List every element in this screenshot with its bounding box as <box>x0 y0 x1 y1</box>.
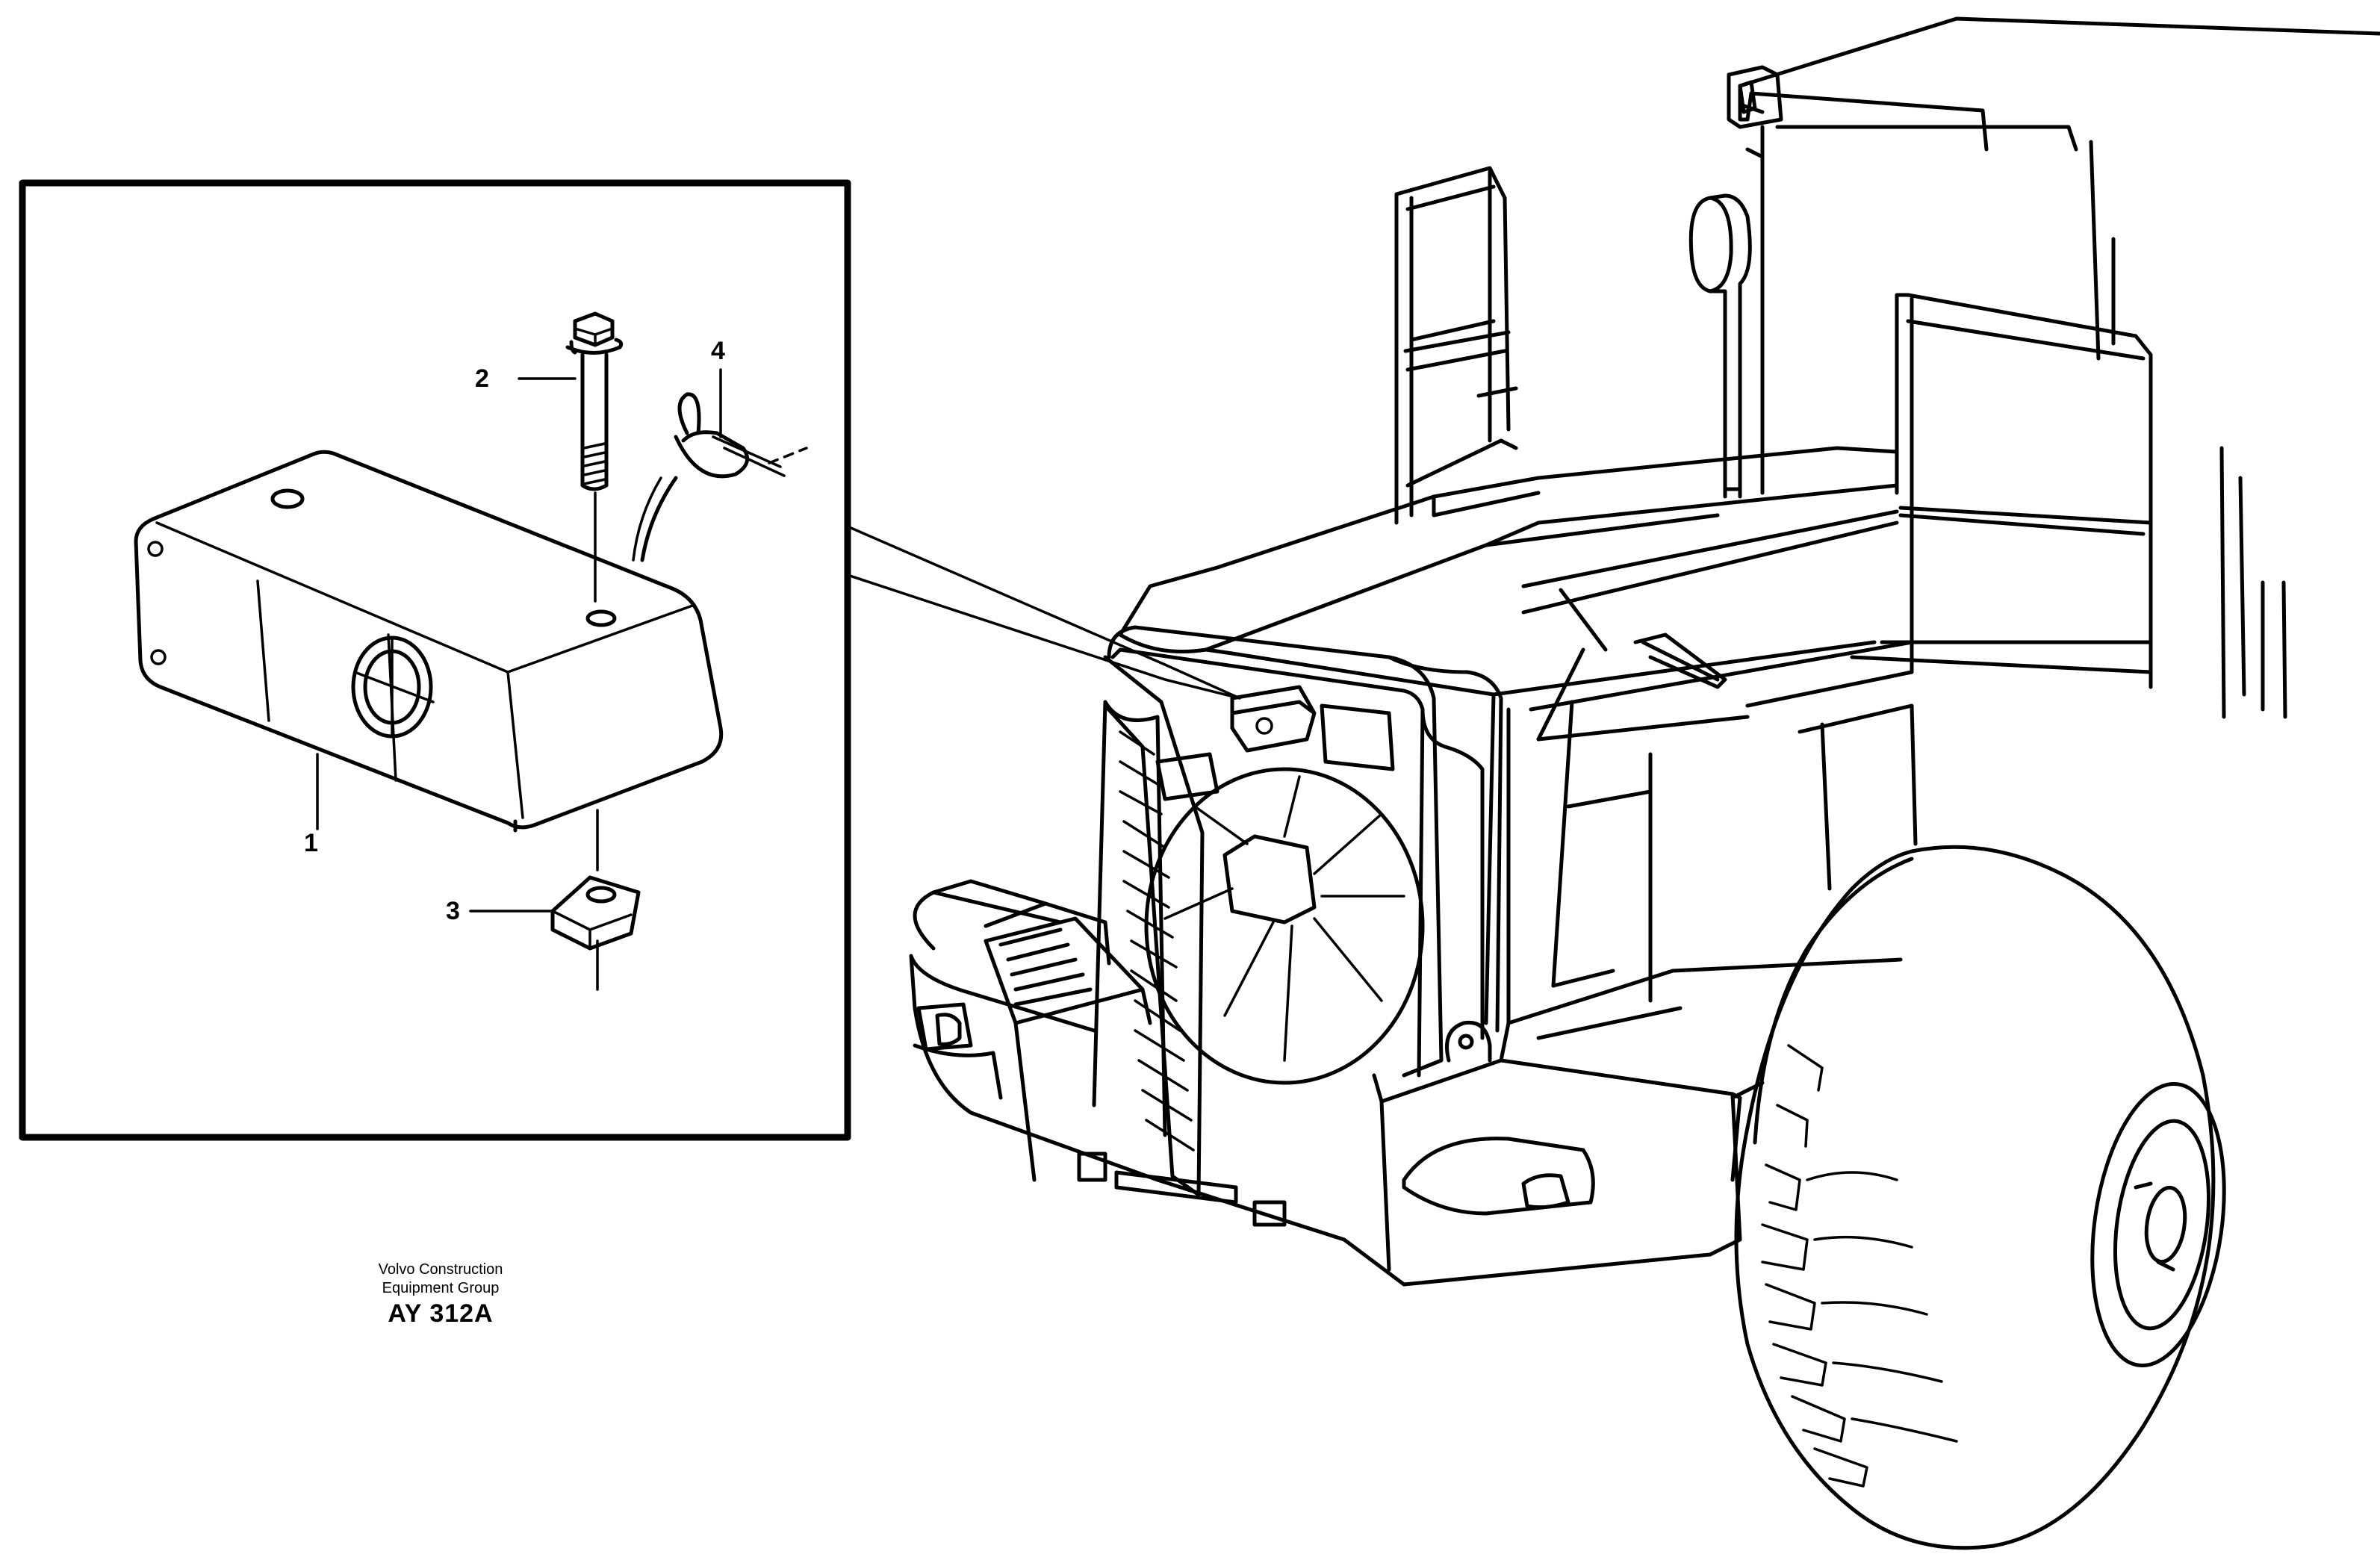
wheel-rim <box>2090 1081 2226 1368</box>
drawing-caption: Volvo Construction Equipment Group AY 31… <box>329 1261 553 1329</box>
callout-4: 4 <box>711 337 725 365</box>
reflector-mounted <box>1155 685 1395 801</box>
rear-bumper <box>909 879 1406 1287</box>
bolt <box>565 311 624 603</box>
tire-tread <box>1761 1044 1868 1488</box>
ladder-left <box>1394 166 1518 525</box>
callout-2: 2 <box>475 364 489 393</box>
bolt-hole <box>585 609 617 627</box>
lift-eye <box>1445 1020 1492 1063</box>
cable-tie <box>632 392 808 562</box>
reflector-housing <box>134 450 724 913</box>
hood-top <box>1118 446 1899 653</box>
detail-frame <box>19 179 851 1141</box>
caption-org-line2: Equipment Group <box>382 1280 500 1296</box>
front-wheel <box>1734 845 2226 1550</box>
cab-roof <box>1738 16 2380 152</box>
radiator-fan <box>1144 767 1425 1085</box>
exhaust-stack <box>1688 193 1752 491</box>
caption-org-line1: Volvo Construction <box>378 1261 503 1278</box>
ladder-right <box>1850 293 2153 689</box>
wheel-loader-outline <box>909 16 2380 1550</box>
reflector-lens <box>149 538 523 913</box>
clip-nut <box>550 809 641 991</box>
magnification-leader <box>846 525 1241 700</box>
callout-1: 1 <box>304 829 318 857</box>
detail-inset <box>19 179 1241 1141</box>
callout-3: 3 <box>446 897 460 925</box>
rear-light-right <box>1402 1137 1595 1216</box>
reflector-top-boss <box>270 488 305 509</box>
rear-light-left <box>916 1002 973 1051</box>
drawing-code: AY 312A <box>388 1299 494 1328</box>
step <box>984 916 1145 1025</box>
cab-pillars <box>1760 125 2287 719</box>
